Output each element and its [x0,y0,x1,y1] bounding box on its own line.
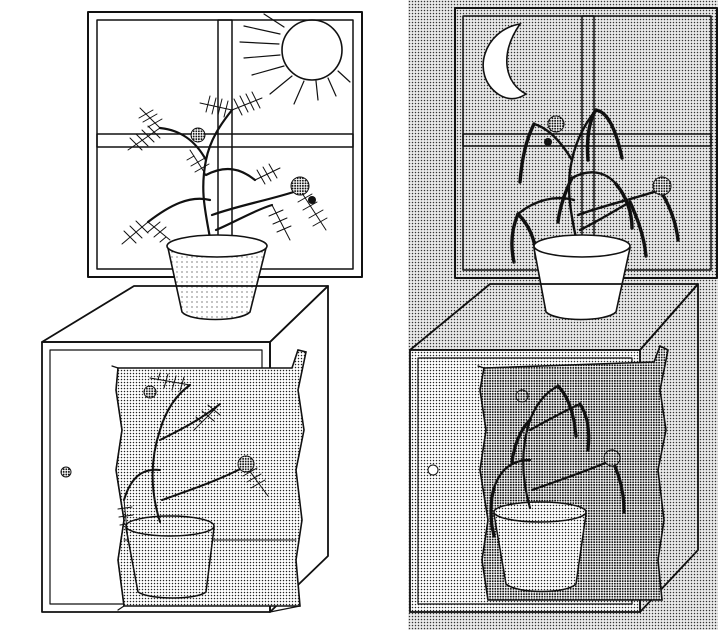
plant-open-leaves [122,92,327,244]
flower-pot [534,235,630,320]
night-panel [408,0,718,630]
flower-pot [167,235,267,320]
mimosa-flower-icon [191,128,316,204]
door-knob [428,465,438,475]
sun-icon [240,14,350,104]
door-knob [61,467,71,477]
cabinet [42,286,328,612]
day-panel [42,12,362,612]
